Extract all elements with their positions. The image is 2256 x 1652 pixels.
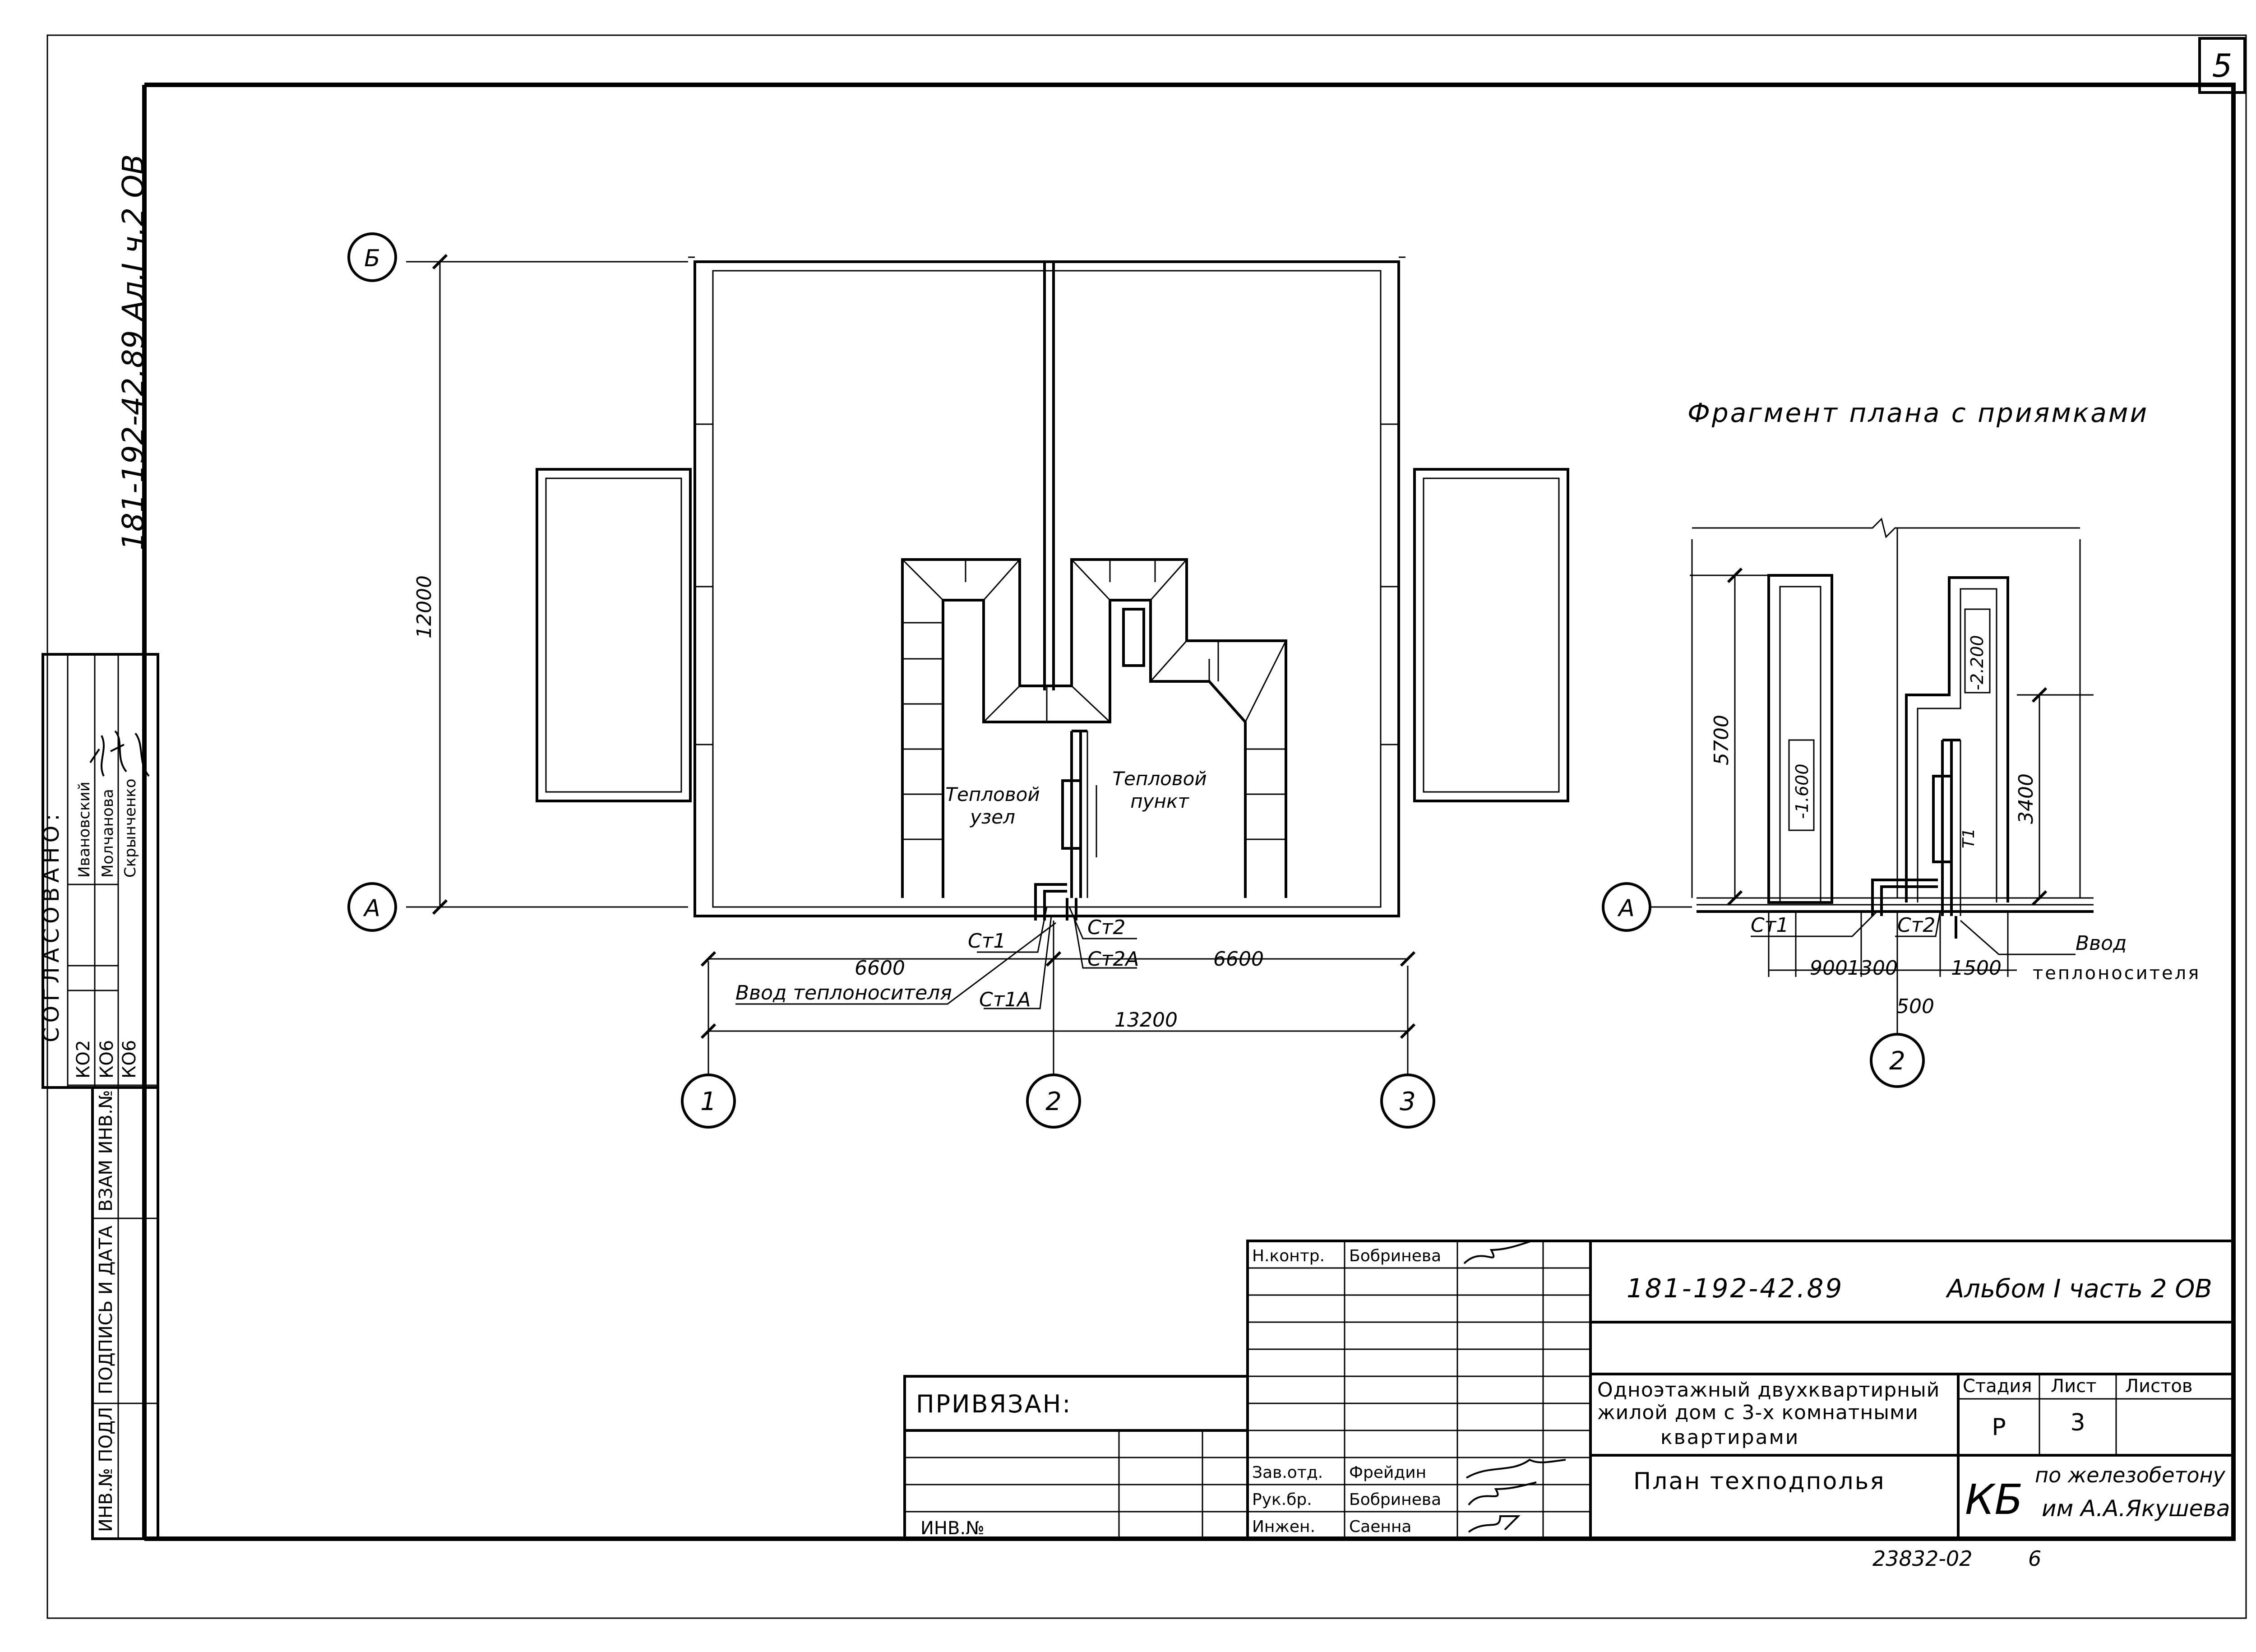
fragment-dim-5700: 5700 xyxy=(1710,715,1733,765)
org-mark: КБ xyxy=(1965,1476,2023,1524)
stamp-inv-replace: ВЗАМ ИНВ.№ xyxy=(96,1090,116,1212)
fragment-inlet-1: Ввод xyxy=(2076,932,2127,955)
role-rukbr: Рук.бр. xyxy=(1252,1490,1312,1509)
fragment-inlet-2: теплоносителя xyxy=(2033,963,2201,984)
sheet-number-box: 5 xyxy=(2198,37,2246,94)
fragment-t1: Т1 xyxy=(1960,828,1978,848)
stage-value: Р xyxy=(1992,1414,2006,1441)
project-title-1: Одноэтажный двухквартирный xyxy=(1597,1379,1940,1402)
axis-2-label: 2 xyxy=(1045,1087,1062,1116)
name-nkontr: Бобринева xyxy=(1349,1247,1441,1265)
room-heating-node: Тепловой xyxy=(945,783,1040,805)
approval-heading: СОГЛАСОВАНО: xyxy=(39,809,64,1042)
name-inzhen: Саенна xyxy=(1349,1518,1411,1536)
axis-b-label: Б xyxy=(364,245,380,272)
approval-stamp: СОГЛАСОВАНО: КО2 КО6 КО6 Ивановский Молч… xyxy=(39,653,159,1089)
axis-a-label: А xyxy=(363,895,380,922)
axis-1-label: 1 xyxy=(700,1087,717,1116)
fragment-dim-3400: 3400 xyxy=(2015,773,2038,824)
stamp-inv-podl: ИНВ.№ ПОДЛ xyxy=(96,1407,116,1532)
dim-12000: 12000 xyxy=(413,575,436,639)
sheets-header: Листов xyxy=(2125,1376,2192,1397)
riser-st1a: Ст1А xyxy=(979,988,1031,1011)
doc-code: 181-192-42.89 xyxy=(1627,1273,1844,1304)
approval-name-2: Молчанова xyxy=(99,789,117,878)
inlet-label: Ввод теплоносителя xyxy=(735,981,952,1004)
org-line-1: по железобетону xyxy=(2035,1463,2226,1487)
role-nkontr: Н.контр. xyxy=(1252,1247,1325,1265)
axis-3-label: 3 xyxy=(1400,1087,1416,1116)
room-heating-point: Тепловой xyxy=(1112,768,1207,790)
project-title-3: квартирами xyxy=(1660,1426,1799,1449)
riser-st2: Ст2 xyxy=(1087,916,1125,939)
footer-page: 6 xyxy=(2028,1546,2041,1571)
sheet-value: 3 xyxy=(2070,1409,2085,1436)
dim-6600-left: 6600 xyxy=(855,957,905,980)
sheet-number: 5 xyxy=(2212,47,2233,84)
fragment-dim-1300: 1300 xyxy=(1847,957,1898,980)
stage-header: Стадия xyxy=(1963,1376,2032,1397)
sheet-title: План техподполья xyxy=(1633,1468,1886,1495)
dim-6600-right: 6600 xyxy=(1213,948,1264,971)
pit-left-level: -1.600 xyxy=(1792,764,1812,819)
approval-code-2: КО6 xyxy=(97,1040,117,1078)
fragment-axis-a: А xyxy=(1617,895,1635,922)
dim-13200: 13200 xyxy=(1114,1009,1178,1032)
main-plan: Тепловой узел Тепловой пункт Ст1 Ст2 Ст2… xyxy=(347,232,1569,1129)
stamp-signature-date: ПОДПИСЬ И ДАТА xyxy=(96,1225,116,1394)
fragment-st1: Ст1 xyxy=(1751,914,1789,937)
fragment-axis-2: 2 xyxy=(1889,1046,1905,1076)
side-code: 181-192-42.89 Ал.I ч.2 ОВ xyxy=(116,154,151,551)
footer-number: 23832-02 xyxy=(1872,1546,1972,1571)
role-inzhen: Инжен. xyxy=(1252,1518,1315,1536)
approval-code-3: КО6 xyxy=(119,1040,140,1078)
fragment-dim-1500: 1500 xyxy=(1951,957,2002,980)
org-line-2: им А.А.Якушева. xyxy=(2042,1495,2237,1522)
room-heating-point-2: пункт xyxy=(1130,790,1189,812)
approval-code-1: КО2 xyxy=(73,1040,94,1078)
role-zavotd: Зав.отд. xyxy=(1252,1463,1323,1482)
pit-right-level: -2.200 xyxy=(1967,635,1987,691)
fragment-dim-500: 500 xyxy=(1896,995,1934,1018)
title-block: ПРИВЯЗАН: ИНВ.№ Н.контр. Бобринева Зав.о… xyxy=(903,1240,2237,1540)
project-title-2: жилой дом с 3-х комнатными xyxy=(1597,1401,1919,1424)
riser-st1: Ст1 xyxy=(968,930,1006,953)
bound-label: ПРИВЯЗАН: xyxy=(916,1390,1072,1418)
fragment-st2: Ст2 xyxy=(1897,914,1935,937)
sheet-header: Лист xyxy=(2051,1376,2096,1397)
name-rukbr: Бобринева xyxy=(1349,1490,1441,1509)
room-heating-node-2: узел xyxy=(969,806,1015,828)
name-zavotd: Фрейдин xyxy=(1349,1463,1426,1482)
approval-name-1: Ивановский xyxy=(75,782,93,878)
fragment-dim-900: 900 xyxy=(1810,957,1848,980)
approval-name-3: Скрынченко xyxy=(121,778,139,878)
inv-label: ИНВ.№ xyxy=(920,1518,985,1539)
fragment-title: Фрагмент плана с приямками xyxy=(1687,398,2149,428)
album: Альбом I часть 2 ОВ xyxy=(1946,1274,2212,1304)
pit-fragment: Фрагмент плана с приямками -1.600 -2.200… xyxy=(1602,398,2201,1088)
left-stamp: ИНВ.№ ПОДЛ ПОДПИСЬ И ДАТА ВЗАМ ИНВ.№ xyxy=(91,1086,159,1540)
